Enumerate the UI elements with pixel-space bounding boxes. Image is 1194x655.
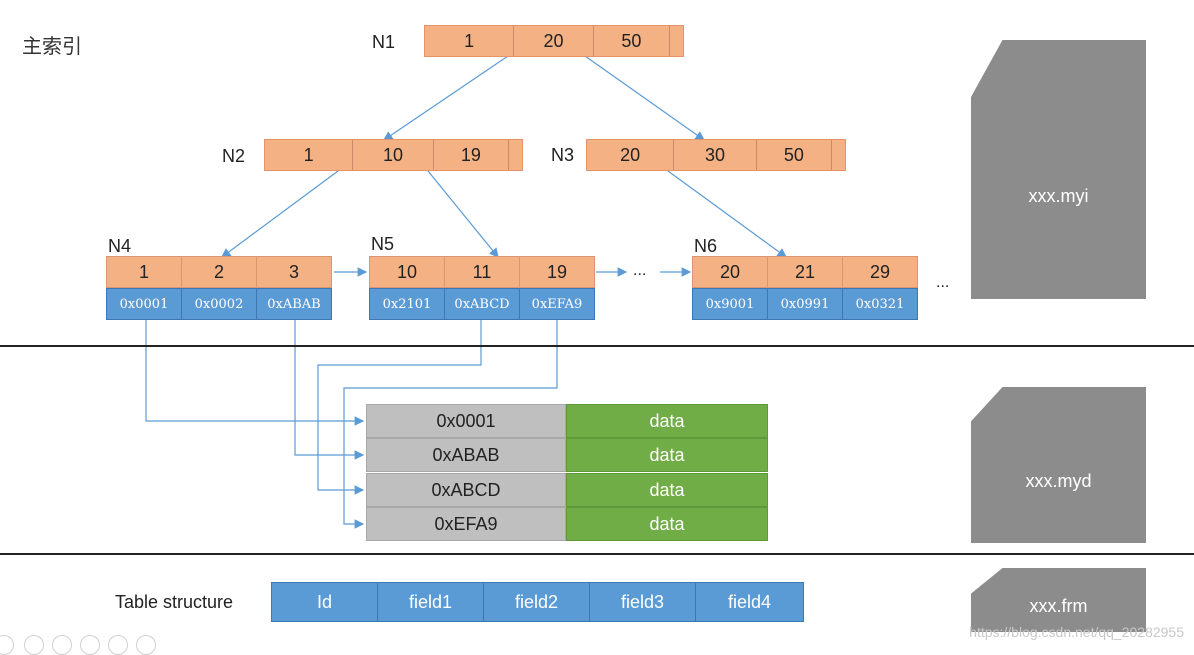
leaf-pointer: 0x0991 — [767, 288, 843, 320]
data-value: data — [566, 507, 768, 541]
leaf-key: 11 — [444, 256, 520, 288]
edge-n2-n5 — [427, 170, 499, 258]
node-pointer-slot — [509, 140, 522, 170]
leaf-pointer: 0xABCD — [444, 288, 520, 320]
file-myd-label: xxx.myd — [1025, 471, 1092, 491]
leaf-key: 10 — [369, 256, 445, 288]
node-n2: 1 10 19 — [264, 139, 523, 171]
node-label-n3: N3 — [551, 145, 575, 165]
leaf-pointer: 0x0001 — [106, 288, 182, 320]
file-myi-label: xxx.myi — [1028, 186, 1089, 206]
file-frm-icon: xxx.frm — [971, 568, 1146, 632]
node-key: 20 — [587, 140, 675, 170]
data-address: 0xABAB — [366, 438, 566, 472]
node-label-n5: N5 — [371, 234, 395, 254]
ptr-0xABCD — [317, 319, 482, 495]
ellipsis-middle: ... — [633, 262, 647, 279]
ptr-0xEFA9 — [343, 319, 558, 529]
node-label-n2: N2 — [222, 146, 246, 166]
ptr-0xABAB — [294, 319, 365, 460]
data-value: data — [566, 438, 768, 472]
watermark: https://blog.csdn.net/qq_20282955 — [969, 624, 1184, 640]
node-key: 1 — [265, 140, 354, 170]
node-key: 50 — [594, 26, 671, 56]
ellipsis-end: ... — [936, 274, 950, 291]
node-label-n6: N6 — [694, 236, 718, 256]
file-myd-icon: xxx.myd — [971, 387, 1146, 543]
data-row: 0xABAB data — [366, 438, 768, 472]
leaf-pointer: 0x9001 — [692, 288, 768, 320]
data-row: 0x0001 data — [366, 404, 768, 438]
pen-icon[interactable] — [52, 635, 72, 655]
node-key: 19 — [434, 140, 510, 170]
node-key: 50 — [757, 140, 833, 170]
field-cell: field4 — [695, 582, 804, 622]
leaf-key: 21 — [767, 256, 843, 288]
node-key: 10 — [353, 140, 434, 170]
node-n1: 1 20 50 — [424, 25, 684, 57]
file-frm-label: xxx.frm — [1029, 596, 1088, 616]
more-icon[interactable] — [136, 635, 156, 655]
play-icon[interactable] — [24, 635, 44, 655]
ptr-0x0001 — [145, 319, 365, 426]
leaf-n6: 20 21 29 0x9001 0x0991 0x0321 — [692, 256, 918, 320]
table-structure-label: Table structure — [115, 592, 234, 612]
leaf-pointer: 0x0002 — [181, 288, 257, 320]
table-structure-fields: Id field1 field2 field3 field4 — [271, 582, 804, 622]
field-cell: Id — [271, 582, 378, 622]
edge-n2-n4 — [221, 170, 339, 258]
node-key: 30 — [674, 140, 757, 170]
node-pointer-slot — [832, 140, 845, 170]
slides-icon[interactable] — [80, 635, 100, 655]
edge-n3-n6 — [667, 170, 787, 258]
leaf-n4: 1 2 3 0x0001 0x0002 0xABAB — [106, 256, 332, 320]
node-key: 1 — [425, 26, 515, 56]
field-cell: field3 — [589, 582, 696, 622]
leaf-pointer: 0x0321 — [842, 288, 918, 320]
leaf-key: 19 — [519, 256, 595, 288]
data-row: 0xABCD data — [366, 473, 768, 507]
leaf-pointer: 0xABAB — [256, 288, 332, 320]
node-label-n1: N1 — [372, 32, 396, 52]
data-address: 0x0001 — [366, 404, 566, 438]
field-cell: field1 — [377, 582, 484, 622]
field-cell: field2 — [483, 582, 590, 622]
node-label-n4: N4 — [108, 236, 132, 256]
data-address: 0xEFA9 — [366, 507, 566, 541]
leaf-key: 29 — [842, 256, 918, 288]
leaf-pointer: 0xEFA9 — [519, 288, 595, 320]
diagram-title: 主索引 — [22, 34, 82, 58]
data-value: data — [566, 473, 768, 507]
leaf-key: 2 — [181, 256, 257, 288]
zoom-icon[interactable] — [108, 635, 128, 655]
leaf-key: 20 — [692, 256, 768, 288]
data-row: 0xEFA9 data — [366, 507, 768, 541]
separator-data-structure — [0, 553, 1194, 555]
leaf-key: 3 — [256, 256, 332, 288]
leaf-pointer: 0x2101 — [369, 288, 445, 320]
edge-n1-n3 — [584, 55, 705, 141]
node-pointer-slot — [670, 26, 683, 56]
separator-index-data — [0, 345, 1194, 347]
node-key: 20 — [514, 26, 594, 56]
leaf-key: 1 — [106, 256, 182, 288]
file-myi-icon: xxx.myi — [971, 40, 1146, 299]
data-address: 0xABCD — [366, 473, 566, 507]
node-n3: 20 30 50 — [586, 139, 846, 171]
data-value: data — [566, 404, 768, 438]
edge-n1-n2 — [383, 55, 509, 141]
leaf-n5: 10 11 19 0x2101 0xABCD 0xEFA9 — [369, 256, 595, 320]
